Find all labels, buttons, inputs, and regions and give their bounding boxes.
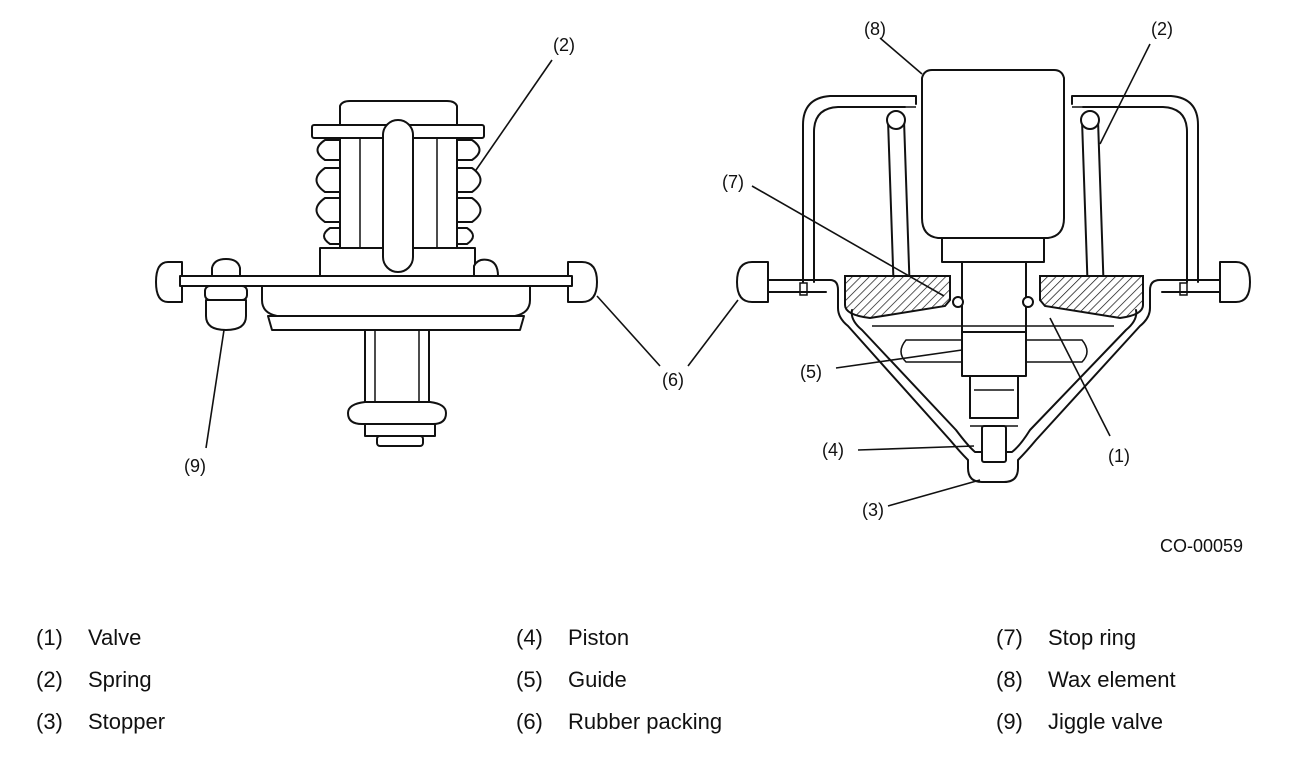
callout-wax-element: (8) (864, 19, 886, 39)
legend-number: (3) (36, 709, 63, 734)
legend-label: Spring (88, 667, 152, 692)
callout-guide: (5) (800, 362, 822, 382)
legend-label: Jiggle valve (1048, 709, 1163, 734)
legend-label: Valve (88, 625, 142, 650)
legend-label: Piston (568, 625, 630, 650)
callout-stop-ring: (7) (722, 172, 744, 192)
callout-rubber-packing: (6) (662, 370, 684, 390)
legend-number: (1) (36, 625, 63, 650)
legend-label: Stopper (88, 709, 166, 734)
legend-label: Stop ring (1048, 625, 1137, 650)
leader-lines (205, 37, 1151, 507)
callout-left-jiggle-valve: (9) (184, 456, 206, 476)
callout-right-spring: (2) (1151, 19, 1173, 39)
callout-stopper: (3) (862, 500, 884, 520)
legend-label: Rubber packing (568, 709, 723, 734)
thermostat-cross-section (736, 69, 1251, 483)
legend-number: (9) (996, 709, 1023, 734)
legend-label: Guide (568, 667, 627, 692)
legend-number: (2) (36, 667, 63, 692)
legend-number: (5) (516, 667, 543, 692)
parts-legend: (1) Valve (2) Spring (3) Stopper (4) Pis… (0, 618, 1312, 748)
thermostat-diagram: (2) (9) (6) (8) (2) (7) (5) (4) (3) (1) … (155, 19, 1251, 556)
callout-piston: (4) (822, 440, 844, 460)
legend-label: Wax element (1048, 667, 1176, 692)
callout-left-spring: (2) (553, 35, 575, 55)
callout-valve: (1) (1108, 446, 1130, 466)
legend-number: (6) (516, 709, 543, 734)
legend-number: (7) (996, 625, 1023, 650)
figure-code: CO-00059 (1160, 536, 1243, 556)
legend-number: (4) (516, 625, 543, 650)
legend-number: (8) (996, 667, 1023, 692)
thermostat-exterior-view (155, 100, 598, 447)
